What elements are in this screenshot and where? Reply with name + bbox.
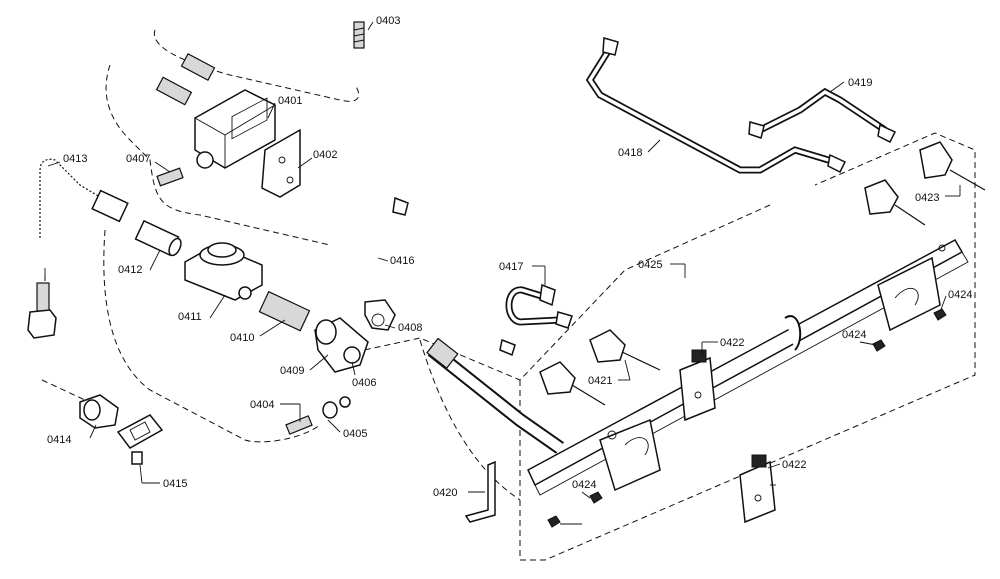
elbow-0408 bbox=[364, 299, 396, 331]
callout-0422-lower: 0422 bbox=[782, 459, 806, 471]
callout-0423: 0423 bbox=[915, 192, 939, 204]
callout-0403: 0403 bbox=[376, 15, 400, 27]
burner-rail bbox=[527, 238, 969, 496]
callout-0418: 0418 bbox=[618, 147, 642, 159]
callout-0404: 0404 bbox=[250, 399, 274, 411]
callout-0421: 0421 bbox=[588, 375, 612, 387]
valve-0423-upper bbox=[919, 141, 986, 191]
fitting-0414 bbox=[79, 394, 119, 429]
bracket-0402 bbox=[261, 128, 301, 198]
flex-hose-0413 bbox=[27, 156, 129, 339]
leader-lines bbox=[47, 21, 961, 525]
nuts-0424 bbox=[547, 308, 947, 528]
callout-0411: 0411 bbox=[178, 311, 202, 323]
callout-0422-upper: 0422 bbox=[720, 337, 744, 349]
callout-0405: 0405 bbox=[343, 428, 367, 440]
screw-0403 bbox=[353, 21, 365, 49]
switch-module-0422-a bbox=[679, 349, 716, 422]
callout-0412: 0412 bbox=[118, 264, 142, 276]
callout-0415: 0415 bbox=[163, 478, 187, 490]
fitting-0412 bbox=[134, 219, 182, 257]
callout-0402: 0402 bbox=[313, 149, 337, 161]
bracket-0420 bbox=[464, 460, 496, 523]
parts-0404-0405 bbox=[285, 396, 351, 435]
callout-0406: 0406 bbox=[352, 377, 376, 389]
gas-tube-0416 bbox=[353, 196, 516, 357]
callout-0410: 0410 bbox=[230, 332, 254, 344]
callout-0424-left: 0424 bbox=[572, 479, 596, 491]
manifold-pipe bbox=[426, 337, 565, 454]
callout-0409: 0409 bbox=[280, 365, 304, 377]
callout-0408: 0408 bbox=[398, 322, 422, 334]
callout-0417: 0417 bbox=[499, 261, 523, 273]
callout-0413: 0413 bbox=[63, 153, 87, 165]
tube-0418 bbox=[585, 37, 847, 174]
regulator-0401 bbox=[155, 52, 276, 169]
callout-0419: 0419 bbox=[848, 77, 872, 89]
callout-0401: 0401 bbox=[278, 95, 302, 107]
valve-body-0411 bbox=[184, 242, 263, 301]
nipple-0410 bbox=[258, 290, 311, 332]
callout-0420: 0420 bbox=[433, 487, 457, 499]
callout-0414: 0414 bbox=[47, 434, 71, 446]
callout-labels: 0403 0401 0402 0407 0413 0412 0411 0410 … bbox=[47, 15, 972, 499]
valve-0421-upper bbox=[589, 329, 661, 371]
nipple-0407 bbox=[156, 167, 184, 187]
valve-0421-lower bbox=[539, 361, 606, 406]
tube-0417 bbox=[505, 283, 573, 329]
tube-0419 bbox=[748, 87, 897, 144]
callout-0424-mid: 0424 bbox=[842, 329, 866, 341]
callout-0425: 0425 bbox=[638, 259, 662, 271]
switch-module-0422-b bbox=[739, 454, 776, 524]
bracket-0415 bbox=[116, 414, 164, 465]
tee-0409 bbox=[314, 317, 369, 373]
assembly-outlines bbox=[41, 29, 976, 561]
callout-0416: 0416 bbox=[390, 255, 414, 267]
callout-0424-right: 0424 bbox=[948, 289, 972, 301]
valve-0423-lower bbox=[864, 179, 926, 226]
callout-0407: 0407 bbox=[126, 153, 150, 165]
